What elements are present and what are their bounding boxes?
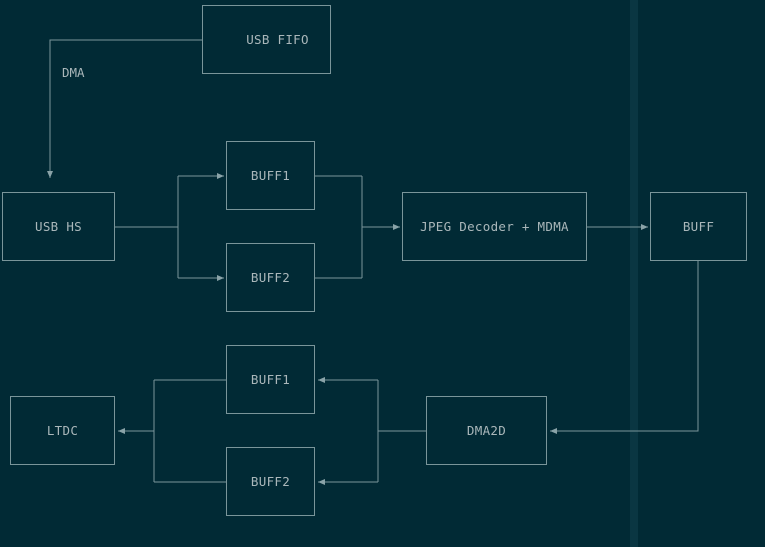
node-jpeg-decoder-label: JPEG Decoder + MDMA — [420, 219, 569, 234]
node-buff2-top-label: BUFF2 — [250, 270, 291, 285]
node-usb-fifo: USB FIFO — [202, 5, 331, 74]
node-buff-right-label: BUFF — [682, 219, 715, 234]
node-usb-hs: USB HS — [2, 192, 115, 261]
node-jpeg-decoder: JPEG Decoder + MDMA — [402, 192, 587, 261]
node-buff1-bottom: BUFF1 — [226, 345, 315, 414]
node-ltdc-label: LTDC — [46, 423, 79, 438]
node-buff2-bottom-label: BUFF2 — [250, 474, 291, 489]
node-buff1-top: BUFF1 — [226, 141, 315, 210]
node-buff1-top-label: BUFF1 — [250, 168, 291, 183]
node-buff2-top: BUFF2 — [226, 243, 315, 312]
node-buff1-bottom-label: BUFF1 — [250, 372, 291, 387]
node-buff2-bottom: BUFF2 — [226, 447, 315, 516]
edge-fifo-to-usbhs — [47, 39, 203, 178]
node-dma2d-label: DMA2D — [466, 423, 507, 438]
node-usb-hs-label: USB HS — [35, 219, 82, 234]
node-buff-right: BUFF — [650, 192, 747, 261]
edge-buff-to-dma2d — [550, 261, 699, 434]
node-usb-fifo-label: USB FIFO — [246, 32, 309, 47]
edge-label-dma: DMA — [62, 65, 85, 80]
node-ltdc: LTDC — [10, 396, 115, 465]
vertical-divider — [630, 0, 638, 547]
node-dma2d: DMA2D — [426, 396, 547, 465]
